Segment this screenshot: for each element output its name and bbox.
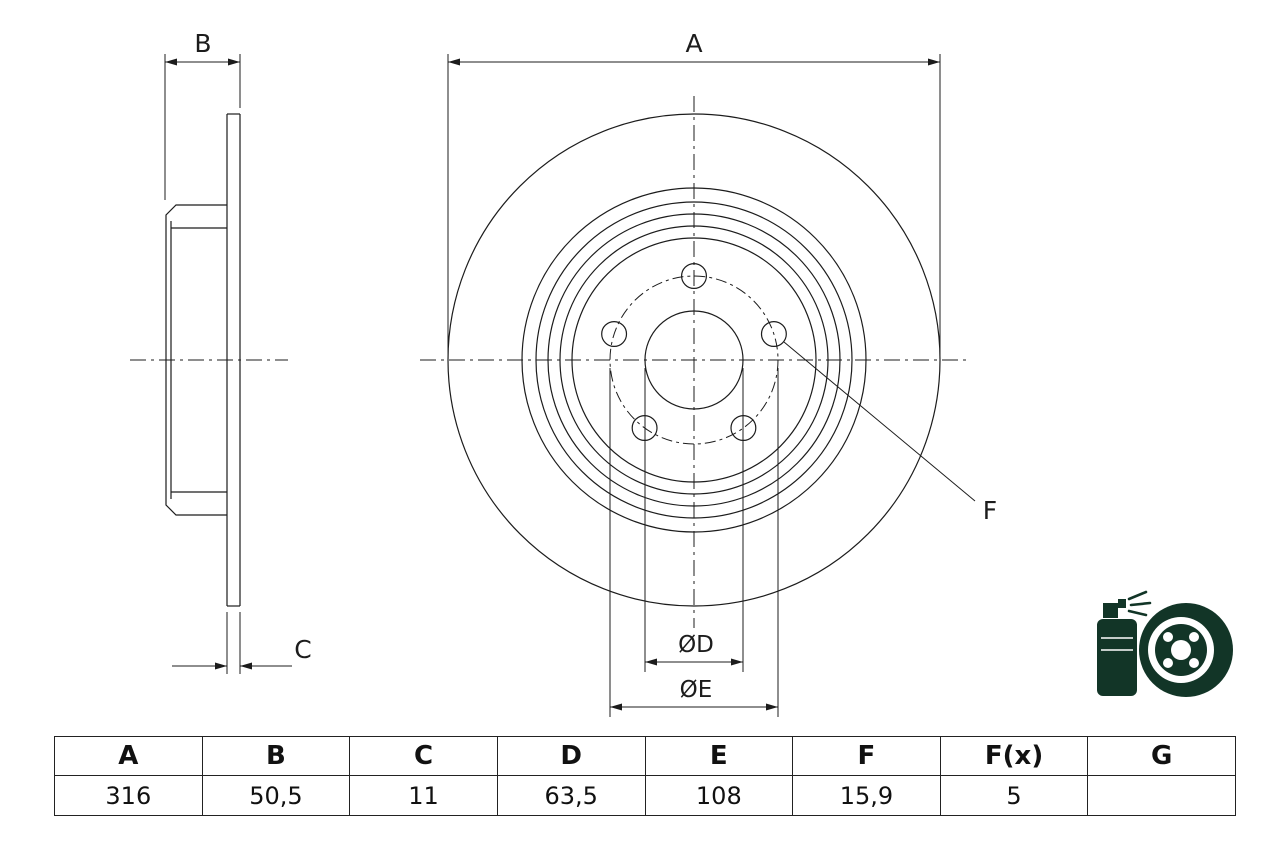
leader-f: F <box>783 341 997 525</box>
front-view <box>420 96 970 628</box>
table-header-row: A B C D E F F(x) G <box>55 737 1236 776</box>
spray-can-coated-disc-icon <box>1097 590 1233 697</box>
disc-center-hole <box>1171 640 1191 660</box>
spray-line <box>1129 601 1152 607</box>
dim-label-c: C <box>294 635 311 664</box>
table-value-f: 15,9 <box>793 776 941 816</box>
table-header-e: E <box>645 737 794 776</box>
table-header-f: F <box>793 737 941 776</box>
table-value-c: 11 <box>350 776 498 816</box>
spray-line <box>1127 590 1148 601</box>
dim-label-f: F <box>983 496 997 525</box>
table-header-d: D <box>497 737 646 776</box>
disc-bolt-hole <box>1189 658 1199 668</box>
table-value-row: 316 50,5 11 63,5 108 15,9 5 <box>55 776 1236 816</box>
table-header-fx: F(x) <box>940 737 1089 776</box>
spray-can-icon <box>1097 590 1152 696</box>
can-cap <box>1103 603 1118 618</box>
dimension-e: ØE <box>609 368 779 717</box>
dim-label-d: ØD <box>678 632 714 658</box>
can-nozzle <box>1118 599 1126 608</box>
dimension-b: B <box>164 29 241 200</box>
arrowhead <box>228 58 240 66</box>
arrowhead <box>928 58 940 66</box>
table-header-b: B <box>202 737 351 776</box>
dim-label-b: B <box>194 29 211 58</box>
dim-label-a: A <box>685 29 702 58</box>
arrowhead <box>645 658 657 666</box>
disc-bolt-hole <box>1163 658 1173 668</box>
brake-disc-icon <box>1139 603 1233 697</box>
table-header-a: A <box>55 737 203 776</box>
bolt-hole-upper-left <box>601 321 628 348</box>
arrowhead <box>215 662 227 670</box>
spray-line <box>1127 609 1148 617</box>
bolt-hole-upper-right <box>760 321 787 348</box>
table-value-b: 50,5 <box>202 776 351 816</box>
dimension-d: ØD <box>644 368 744 672</box>
can-body <box>1097 619 1137 696</box>
arrowhead <box>448 58 460 66</box>
dimension-c: C <box>172 612 312 674</box>
dimension-a: A <box>447 29 941 362</box>
table-value-d: 63,5 <box>497 776 646 816</box>
side-view <box>130 113 288 607</box>
table-header-g: G <box>1088 737 1236 776</box>
arrowhead <box>731 658 743 666</box>
arrowhead <box>165 58 177 66</box>
dimension-table: A B C D E F F(x) G 316 50,5 11 63,5 108 … <box>54 736 1236 816</box>
table-value-fx: 5 <box>940 776 1089 816</box>
arrowhead <box>766 703 778 711</box>
leader-line <box>783 341 976 502</box>
disc-bolt-hole <box>1163 632 1173 642</box>
table-value-e: 108 <box>645 776 794 816</box>
dim-label-e: ØE <box>680 677 713 703</box>
disc-bolt-hole <box>1189 632 1199 642</box>
arrowhead <box>610 703 622 711</box>
table-value-g <box>1088 776 1236 816</box>
table-value-a: 316 <box>55 776 203 816</box>
arrowhead <box>240 662 252 670</box>
table-header-c: C <box>350 737 498 776</box>
